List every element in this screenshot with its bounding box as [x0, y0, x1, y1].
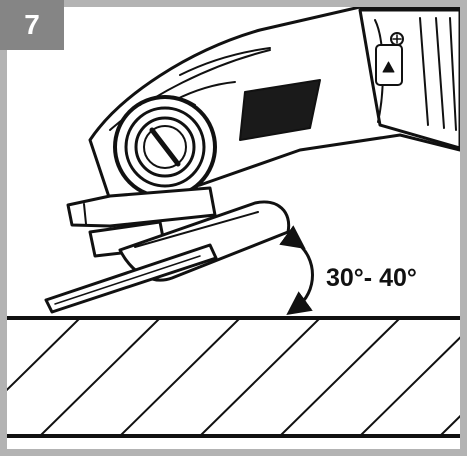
angle-indicator: [279, 225, 314, 316]
grinder-side-panel: [239, 79, 321, 141]
grinding-disc: [44, 243, 218, 314]
switch-grip: [358, 8, 460, 150]
workpiece-hatching: [7, 318, 460, 436]
workpiece: [7, 316, 460, 438]
step-number-badge: 7: [0, 0, 64, 50]
angle-arrow: [279, 225, 314, 316]
angle-label: 30°- 40°: [326, 264, 417, 292]
switch-lock-icon: [382, 61, 395, 73]
spindle-lock-knob: [113, 95, 217, 199]
